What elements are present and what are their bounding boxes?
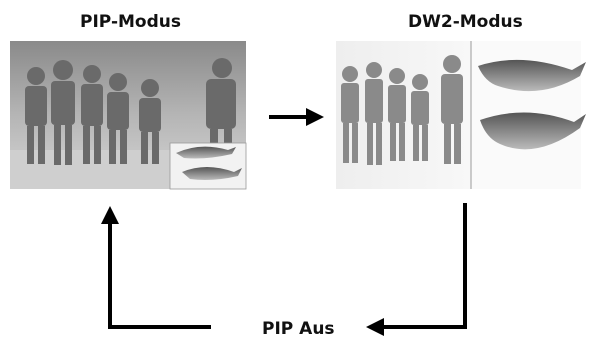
arrow-pip-to-dw2 (269, 108, 324, 126)
pip-mode-screen (10, 41, 247, 190)
arrow-dw2-to-pip-off (366, 203, 467, 336)
dw2-mode-screen (336, 41, 586, 189)
pip-off-label: PIP Aus (262, 319, 335, 339)
dw2-mode-label: DW2-Modus (408, 12, 523, 32)
arrow-pip-off-to-pip (101, 206, 211, 329)
pip-mode-label: PIP-Modus (80, 12, 181, 32)
